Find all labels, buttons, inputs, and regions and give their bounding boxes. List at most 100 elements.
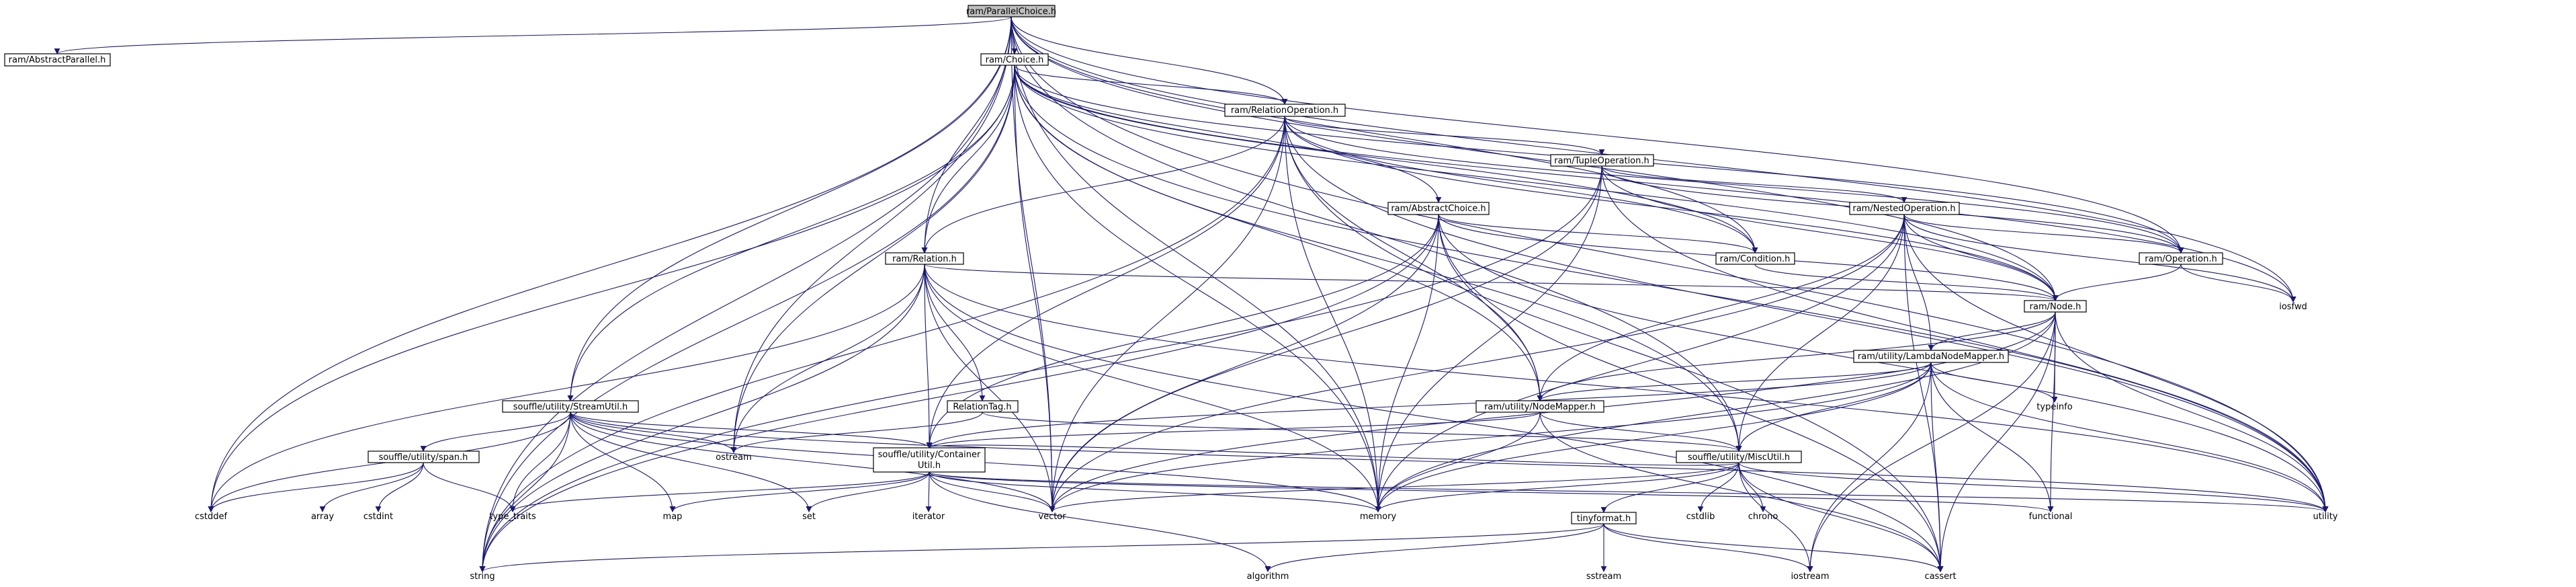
edge-choice-to-string	[479, 65, 1015, 572]
node-label: ram/Operation.h	[2145, 254, 2217, 264]
edge-container-to-set	[806, 471, 930, 512]
edge-relop-to-operation	[1284, 116, 2184, 253]
edge-root-to-abspar	[54, 16, 1012, 54]
node-span[interactable]: souffle/utility/span.h	[368, 451, 480, 463]
node-label: tinyformat.h	[1577, 514, 1631, 524]
edge-lambda-to-nodemapper	[1537, 362, 1932, 401]
node-ostream[interactable]: ostream	[716, 453, 752, 463]
edge-relop-to-utility	[1284, 116, 2329, 512]
edge-choice-to-ostream	[730, 65, 1015, 453]
edge-nestedop-to-nodemapper	[1537, 214, 1905, 401]
edge-relop-to-nodemapper	[1284, 116, 1543, 401]
edge-container-to-memory	[929, 471, 1381, 512]
node-typeinfo[interactable]: typeinfo	[2036, 402, 2072, 412]
edge-relop-to-node	[1284, 116, 2059, 301]
edge-choice-to-node	[1014, 65, 2059, 301]
node-label: souffle/utility/MiscUtil.h	[1688, 453, 1790, 463]
node-label: ram/Relation.h	[892, 254, 957, 264]
node-iostream[interactable]: iostream	[1791, 572, 1829, 582]
edge-nestedop-to-lambda	[1903, 214, 1934, 351]
edge-container-to-algorithm	[929, 471, 1271, 572]
edge-abschoice-to-container	[926, 214, 1439, 448]
edge-relation-to-container	[924, 264, 933, 448]
node-lambdanodemapper[interactable]: ram/utility/LambdaNodeMapper.h	[1853, 350, 2009, 363]
edge-streamutil-to-vector	[570, 412, 1056, 512]
node-set[interactable]: set	[802, 512, 816, 522]
edge-miscutil-to-cstdlib	[1697, 462, 1740, 512]
node-relationtag[interactable]: RelationTag.h	[947, 400, 1019, 413]
edge-relop-to-container	[926, 116, 1285, 448]
edge-node-to-nodemapper	[1537, 311, 2056, 401]
edge-root-to-node	[1011, 16, 2059, 301]
node-typetraits[interactable]: type_traits	[489, 512, 536, 522]
edge-node-to-lambda	[1928, 311, 2056, 351]
node-nodemapper[interactable]: ram/utility/NodeMapper.h	[1475, 400, 1604, 413]
node-label: ostream	[716, 453, 752, 463]
node-cstddef[interactable]: cstddef	[195, 512, 228, 522]
nodes-layer: ram/ParallelChoice.h ram/AbstractParalle…	[4, 5, 2338, 582]
node-miscutil[interactable]: souffle/utility/MiscUtil.h	[1676, 451, 1802, 463]
edge-root-to-string	[479, 16, 1012, 572]
node-map[interactable]: map	[663, 512, 683, 522]
node-sstream[interactable]: sstream	[1586, 572, 1621, 582]
node-label: array	[311, 512, 334, 522]
edge-span-to-cstddef	[208, 462, 424, 512]
node-utility[interactable]: utility	[2313, 512, 2338, 522]
edge-abschoice-to-utility	[1438, 214, 2329, 512]
edge-lambda-to-utility	[1930, 362, 2329, 512]
node-algorithm[interactable]: algorithm	[1247, 572, 1289, 582]
node-cstdlib[interactable]: cstdlib	[1686, 512, 1715, 522]
edge-relop-to-cassert	[1284, 116, 1944, 572]
node-abstractparallel[interactable]: ram/AbstractParallel.h	[4, 53, 111, 67]
node-tinyformat[interactable]: tinyformat.h	[1571, 512, 1637, 524]
edge-nestedop-to-iosfwd	[1903, 214, 2296, 303]
node-choice[interactable]: ram/Choice.h	[980, 53, 1049, 66]
node-relation[interactable]: ram/Relation.h	[885, 252, 964, 265]
edge-choice-to-memory	[1014, 65, 1381, 512]
node-node[interactable]: ram/Node.h	[2024, 300, 2087, 313]
node-relationoperation[interactable]: ram/RelationOperation.h	[1224, 104, 1346, 117]
edge-choice-to-cstddef	[208, 65, 1015, 512]
edge-lambda-to-vector	[1049, 362, 1932, 512]
node-parallelchoice[interactable]: ram/ParallelChoice.h	[966, 5, 1056, 17]
node-nestedoperation[interactable]: ram/NestedOperation.h	[1849, 202, 1960, 215]
node-operation[interactable]: ram/Operation.h	[2139, 252, 2223, 265]
node-memory[interactable]: memory	[1360, 512, 1397, 522]
node-label: ram/Node.h	[2030, 302, 2081, 312]
node-cstdint[interactable]: cstdint	[363, 512, 393, 522]
node-condition[interactable]: ram/Condition.h	[1715, 252, 1795, 265]
node-label: utility	[2313, 512, 2338, 522]
edge-choice-to-condition	[1014, 65, 1758, 253]
node-functional[interactable]: functional	[2029, 512, 2073, 522]
edge-relation-to-memory	[924, 264, 1381, 512]
edge-relation-to-string	[479, 264, 925, 572]
edge-lambda-to-typeinfo	[1930, 362, 2058, 403]
node-containerutil[interactable]: souffle/utility/Container Util.h	[873, 447, 986, 473]
node-label: sstream	[1586, 572, 1621, 582]
node-chrono[interactable]: chrono	[1748, 512, 1778, 522]
edge-span-to-typetraits	[423, 462, 516, 512]
edge-streamutil-to-ostream	[570, 412, 737, 453]
edge-nodemapper-to-miscutil	[1539, 412, 1742, 452]
node-vector[interactable]: vector	[1038, 512, 1066, 522]
node-label: iostream	[1791, 572, 1829, 582]
node-label: iosfwd	[2279, 302, 2307, 312]
node-string[interactable]: string	[470, 572, 495, 582]
edge-nodemapper-to-container	[926, 412, 1541, 448]
node-array[interactable]: array	[311, 512, 334, 522]
node-cassert[interactable]: cassert	[1924, 572, 1956, 582]
edge-relop-to-memory	[1284, 116, 1381, 512]
edge-streamutil-to-set	[570, 412, 812, 512]
node-tupleoperation[interactable]: ram/TupleOperation.h	[1550, 154, 1654, 167]
node-label: cstddef	[195, 512, 228, 522]
node-streamutil[interactable]: souffle/utility/StreamUtil.h	[502, 400, 639, 413]
node-label: souffle/utility/span.h	[379, 453, 468, 463]
node-abstractchoice[interactable]: ram/AbstractChoice.h	[1387, 202, 1490, 215]
edge-nestedop-to-vector	[1049, 214, 1905, 512]
edge-miscutil-to-memory	[1375, 462, 1740, 512]
node-label: ram/utility/NodeMapper.h	[1484, 402, 1596, 412]
edge-abschoice-to-string	[479, 214, 1439, 572]
node-iosfwd[interactable]: iosfwd	[2279, 302, 2307, 312]
edge-tupleop-to-node	[1601, 165, 2059, 301]
node-iterator[interactable]: iterator	[912, 512, 945, 522]
